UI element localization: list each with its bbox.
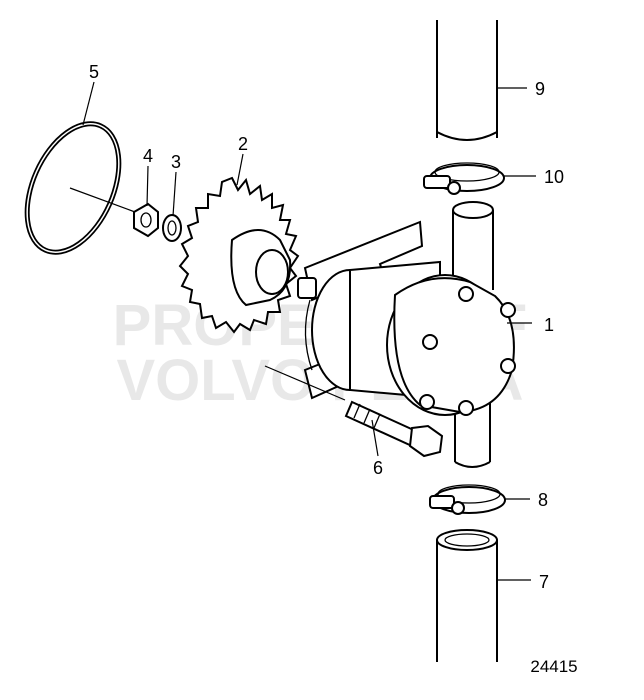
nut: [133, 202, 159, 238]
callout-9: 9: [535, 79, 545, 99]
callout-3: 3: [171, 152, 181, 172]
pump-body: [311, 260, 516, 416]
callout-8: 8: [538, 490, 548, 510]
document-number: 24415: [530, 657, 577, 676]
leader-lines: [69, 81, 536, 581]
callout-5: 5: [89, 62, 99, 82]
drive-gear: [178, 176, 300, 334]
callout-1: 1: [544, 315, 554, 335]
callout-4: 4: [143, 146, 153, 166]
callout-6: 6: [373, 458, 383, 478]
callout-7: 7: [539, 572, 549, 592]
lower-hose: [436, 529, 498, 662]
upper-hose: [436, 20, 498, 141]
bolt: [344, 400, 444, 458]
washer: [162, 214, 182, 242]
callout-2: 2: [238, 134, 248, 154]
o-ring: [24, 121, 122, 255]
lower-hose-clamp: [429, 484, 506, 515]
upper-hose-clamp: [423, 162, 505, 195]
pump-shaft: [297, 277, 317, 299]
callout-10: 10: [544, 167, 564, 187]
callouts: 1 2 3 4 5 6 7 8 9 10: [89, 62, 564, 592]
